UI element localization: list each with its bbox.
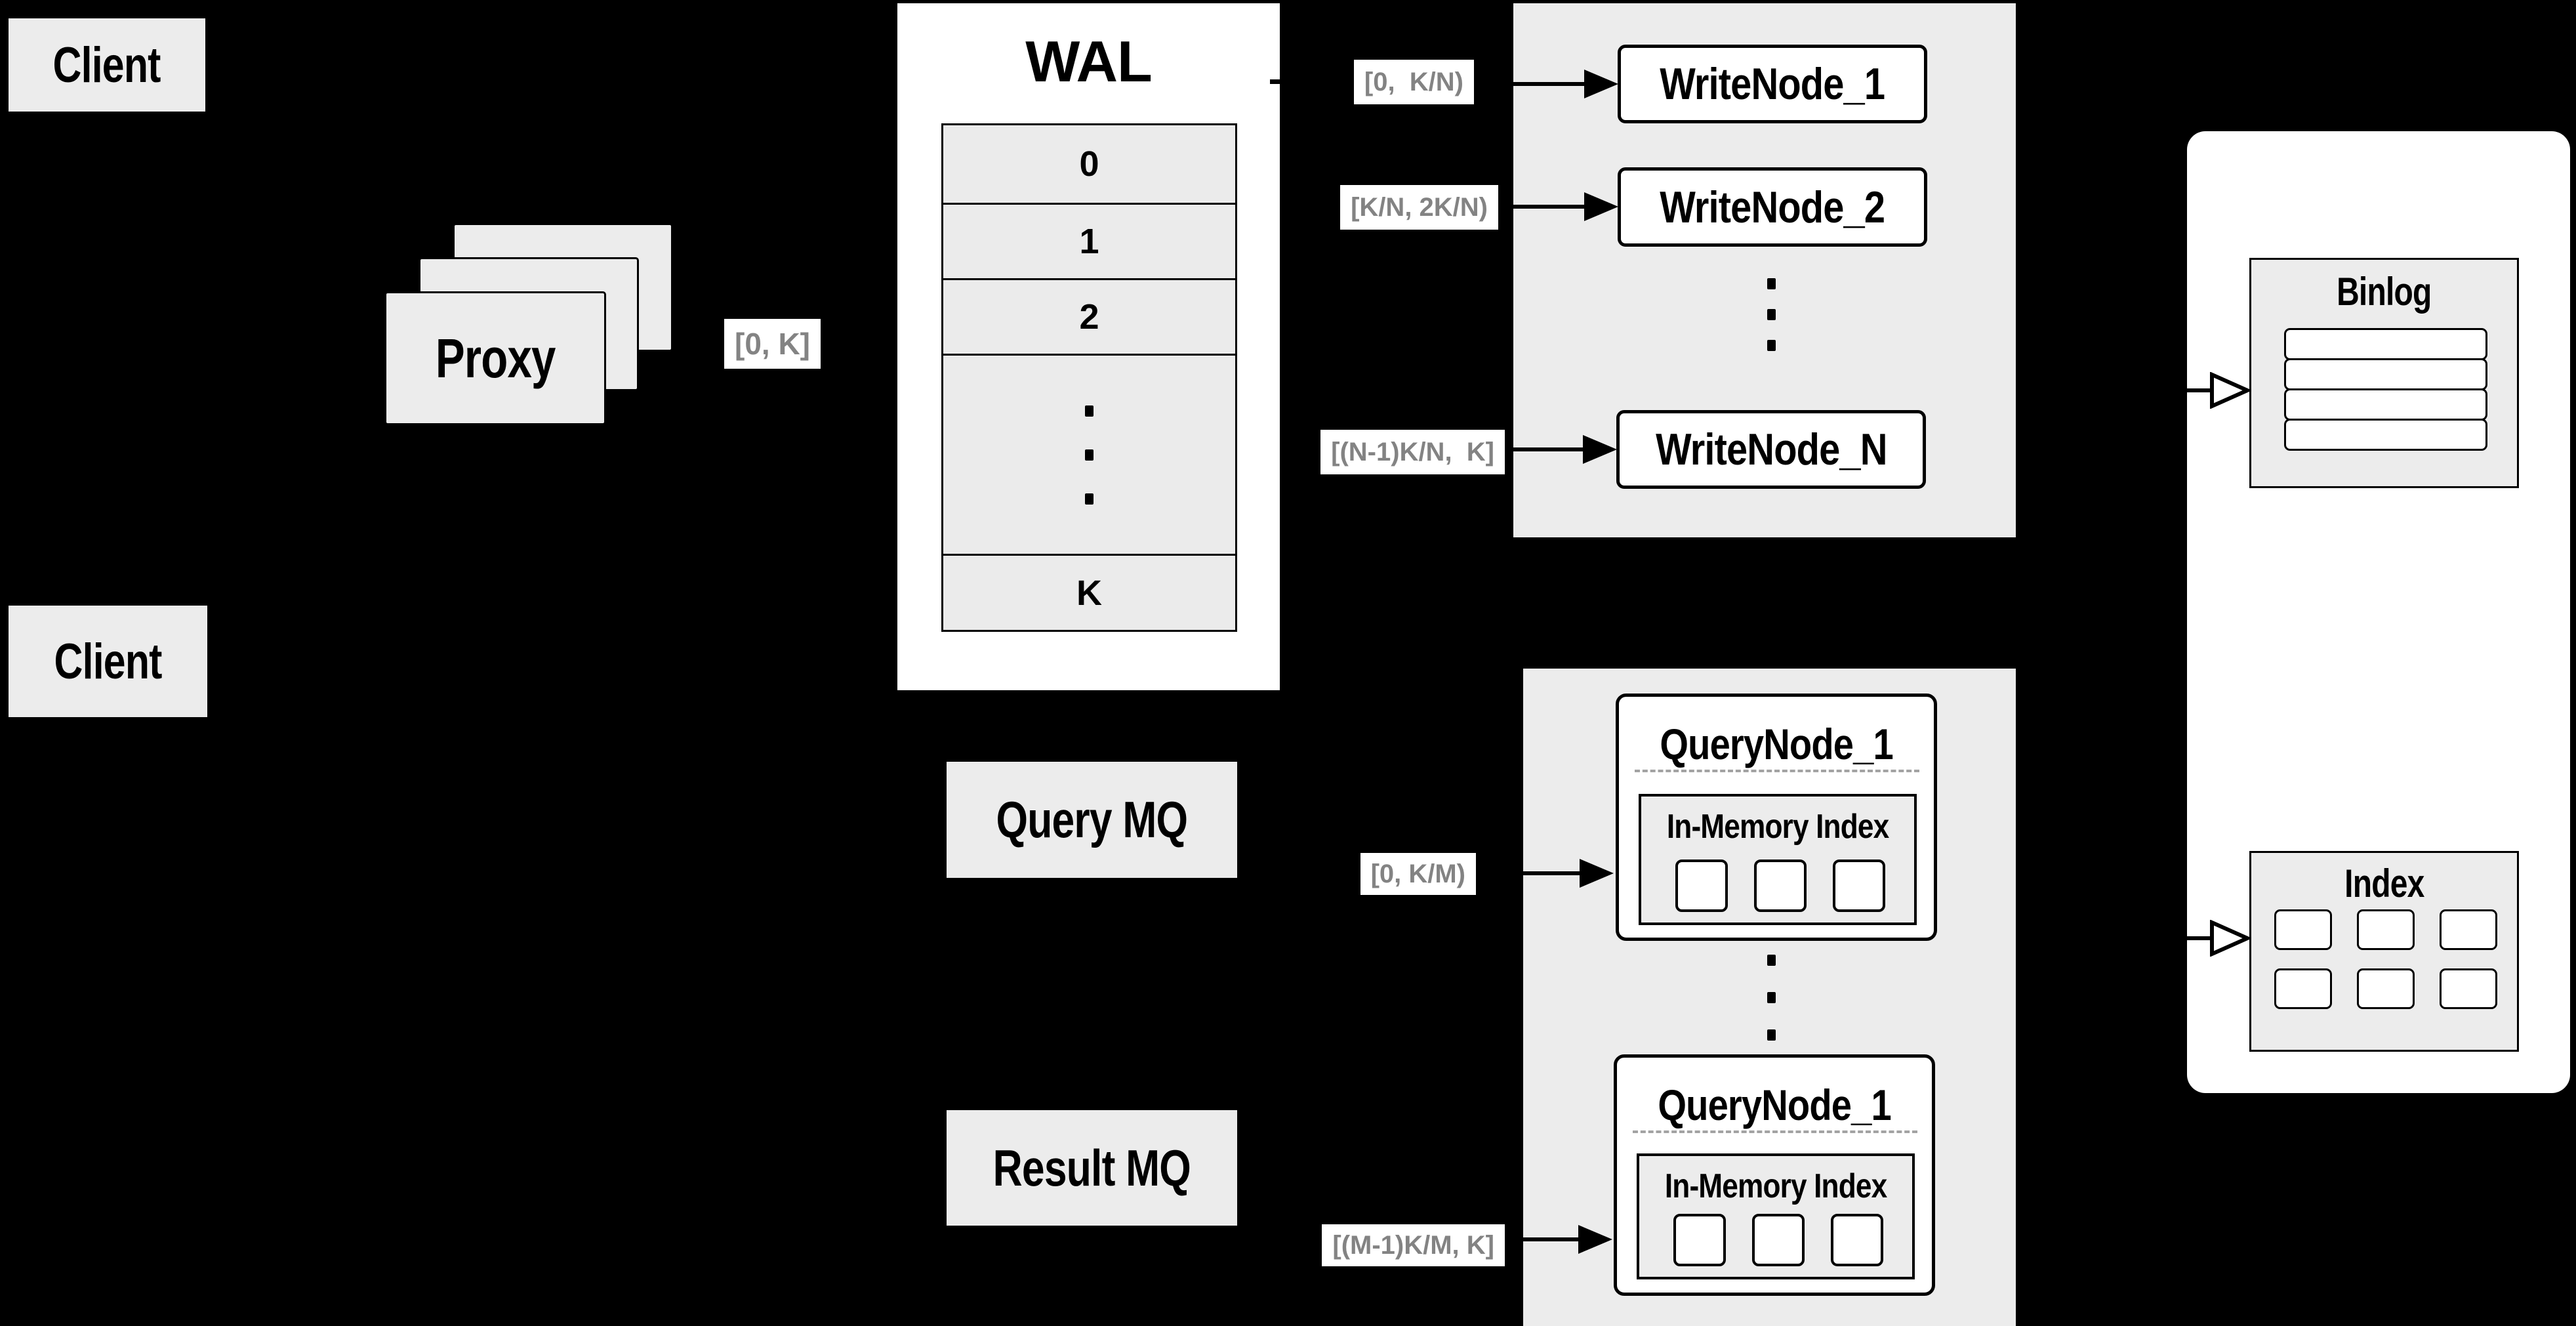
arrowhead-querynode-1-icon [1580,859,1614,888]
wal-segment-row: K [943,554,1235,630]
arrowhead-querynode-2-icon [1578,1225,1612,1254]
in-memory-index-title: In-Memory Index [1664,1167,1887,1205]
index-title-wrap: Index [2251,861,2517,906]
client-node-top: Client [9,18,205,112]
index-cell [2357,968,2415,1009]
index-title: Index [2344,861,2424,905]
range-label-querynode-1: [0, K/M) [1360,853,1476,895]
in-memory-index-title-wrap: In-Memory Index [1641,807,1914,846]
write-node-n-label: WriteNode_N [1655,425,1887,474]
write-node-1-label: WriteNode_1 [1660,59,1886,109]
index-cell [2440,909,2497,950]
wal-title-wrap: WAL [897,28,1280,95]
index-segment-cell [1673,1214,1726,1266]
index-segment-cell [1752,1214,1805,1266]
query-node-2-title: QueryNode_1 [1658,1081,1891,1129]
wal-segment-row: 0 [943,125,1235,203]
wal-segment-row-ellipsis [943,354,1235,554]
in-memory-index-box: In-Memory Index [1637,1153,1915,1279]
index-cell [2274,968,2332,1009]
store-engine-box: Store Engine Binlog Index [2187,131,2570,1093]
query-node-1-title: QueryNode_1 [1660,720,1893,768]
binlog-row [2284,388,2487,421]
index-cell [2357,909,2415,950]
dashed-divider [1635,770,1919,772]
range-label-writenode-2: [K/N, 2K/N) [1340,185,1498,230]
write-node-n: WriteNode_N [1616,410,1926,489]
index-segment-cell [1833,860,1885,912]
index-cell [2274,909,2332,950]
index-segment-cell [1831,1214,1883,1266]
arrow-line-writenode-2 [1513,205,1587,209]
arrowhead-writenode-n-icon [1583,435,1617,464]
arrow-line-index [2187,936,2213,940]
write-node-2: WriteNode_2 [1618,167,1927,247]
dashed-divider [1633,1130,1917,1133]
write-node-1: WriteNode_1 [1618,45,1927,123]
binlog-row [2284,328,2487,360]
query-node-2-title-wrap: QueryNode_1 [1617,1080,1932,1130]
index-cell [2440,968,2497,1009]
client-top-label: Client [52,37,161,93]
wal-segment-row: 1 [943,203,1235,278]
arrowhead-writenode-1-icon [1584,70,1618,98]
wal-segment-row: 2 [943,278,1235,354]
arrow-line-querynode-2 [1523,1237,1580,1241]
in-memory-index-title-wrap: In-Memory Index [1639,1167,1912,1206]
open-arrowhead-index-icon [2210,920,2250,957]
vertical-ellipsis-icon [1767,955,1776,1041]
query-node-1: QueryNode_1 In-Memory Index [1616,694,1937,941]
result-mq-node: Result MQ [947,1110,1237,1226]
index-box: Index [2249,851,2519,1052]
proxy-card-front: Proxy [384,291,606,425]
proxy-label: Proxy [435,327,556,389]
binlog-row [2284,419,2487,451]
client-bottom-label: Client [54,633,162,690]
arrow-line-binlog [2187,388,2213,392]
arrow-line-writenode-1 [1513,82,1587,86]
arrow-line-writenode-n [1513,447,1585,451]
range-label-writenode-n: [(N-1)K/N, K] [1320,430,1505,474]
client-node-bottom: Client [9,606,207,717]
in-memory-index-title: In-Memory Index [1666,808,1889,846]
query-mq-node: Query MQ [947,762,1237,878]
range-label-writenode-1: [0, K/N) [1353,60,1474,104]
result-mq-label: Result MQ [992,1138,1191,1197]
index-segment-cell [1754,860,1807,912]
vertical-ellipsis-icon [1085,405,1094,505]
query-node-1-title-wrap: QueryNode_1 [1619,719,1934,769]
wal-title: WAL [1025,29,1153,94]
query-mq-label: Query MQ [996,791,1189,848]
arrow-line-querynode-1 [1523,871,1581,875]
open-arrowhead-binlog-icon [2210,372,2250,409]
range-label-proxy: [0, K] [724,319,821,369]
binlog-row [2284,358,2487,390]
index-segment-cell [1675,860,1728,912]
wal-box: WAL 0 1 2 K [897,3,1280,690]
binlog-box: Binlog [2249,258,2519,488]
binlog-rows [2284,328,2487,451]
query-node-2: QueryNode_1 In-Memory Index [1614,1054,1935,1296]
in-memory-index-box: In-Memory Index [1639,794,1917,925]
arrowhead-writenode-2-icon [1584,192,1618,221]
write-node-2-label: WriteNode_2 [1660,182,1886,232]
binlog-title-wrap: Binlog [2251,269,2517,314]
wal-segment-table: 0 1 2 K [941,123,1237,632]
binlog-title: Binlog [2337,270,2432,314]
connector-stub [1270,79,1280,84]
vertical-ellipsis-icon [1767,278,1776,351]
range-label-querynode-2: [(M-1)K/M, K] [1322,1224,1505,1266]
